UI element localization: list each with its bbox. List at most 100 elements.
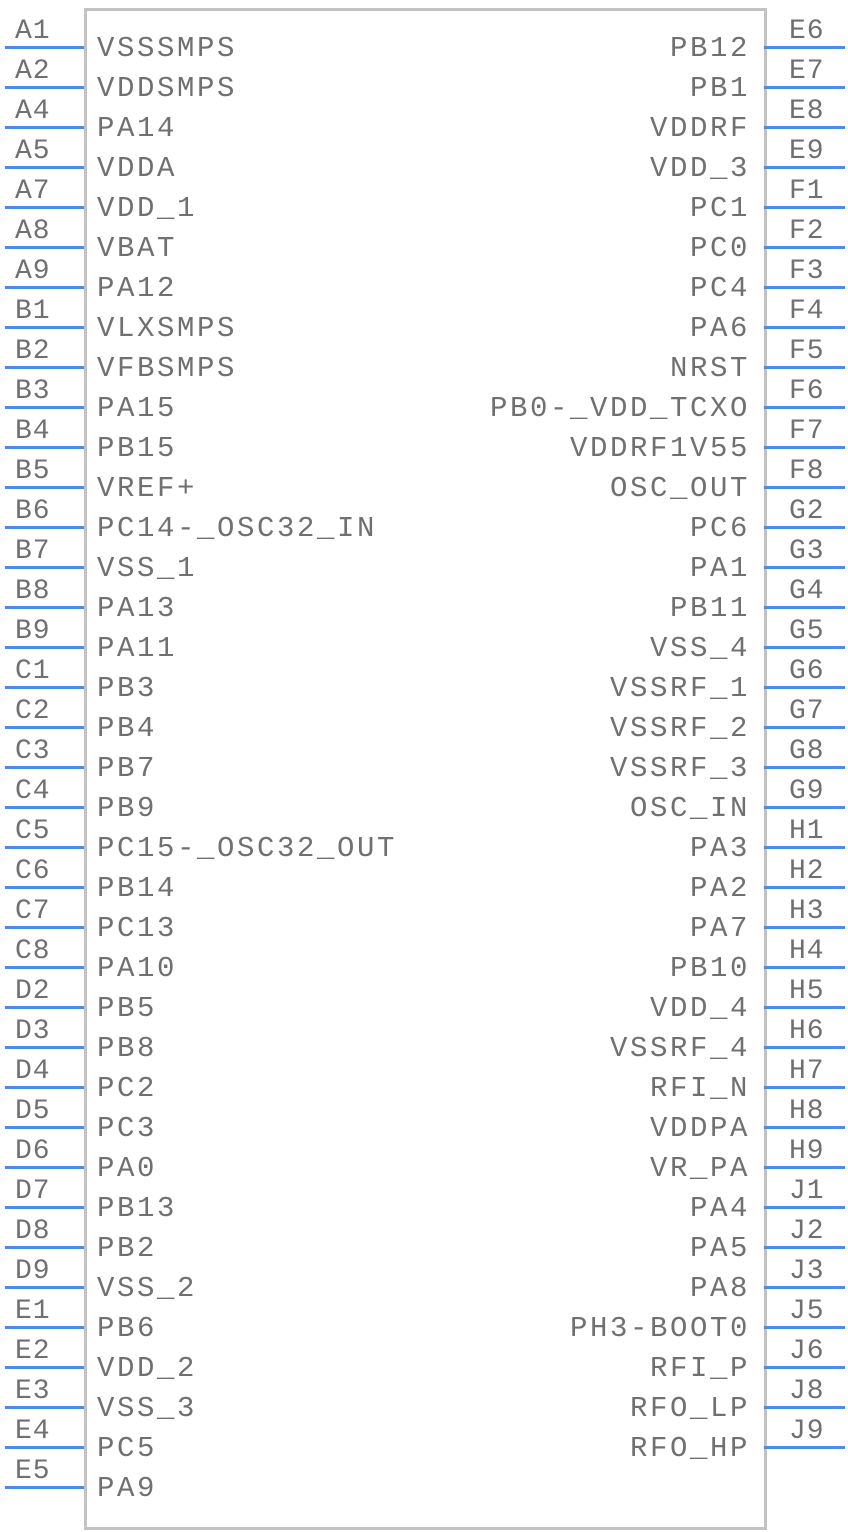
pin-number: B3 [15,376,51,407]
pin-line [764,1246,845,1249]
pin-number: E7 [789,56,825,87]
pin-label: PA7 [689,912,750,945]
pin-number: E6 [789,16,825,47]
pin-line [5,1406,84,1409]
pin-line [5,286,84,289]
pin-label: PB8 [97,1032,158,1065]
pin-line [5,726,84,729]
pin-number: B5 [15,456,51,487]
pin-label: VDDA [97,152,178,185]
pin-line [5,646,84,649]
pin-number: C6 [15,856,51,887]
pin-label: PB4 [97,712,158,745]
pin-label: VDD_2 [97,1352,198,1385]
pin-line [5,1126,84,1129]
pin-line [764,126,845,129]
pin-line [764,1326,845,1329]
pin-line [5,806,84,809]
pin-label: PB11 [669,592,750,625]
pin-line [764,206,845,209]
pin-line [5,326,84,329]
pin-number: B8 [15,576,51,607]
pin-number: F7 [789,416,825,447]
pin-label: PA2 [689,872,750,905]
pin-number: J9 [789,1416,825,1447]
pin-number: D3 [15,1016,51,1047]
pin-label: VLXSMPS [97,312,238,345]
pin-label: VSS_2 [97,1272,198,1305]
pin-number: H2 [789,856,825,887]
pin-line [764,846,845,849]
pin-number: B1 [15,296,51,327]
pin-label: PC0 [689,232,750,265]
pin-line [5,526,84,529]
pin-number: J8 [789,1376,825,1407]
pin-number: F2 [789,216,825,247]
pin-line [5,686,84,689]
pin-number: A5 [15,136,51,167]
pin-line [764,646,845,649]
pin-number: C3 [15,736,51,767]
pin-label: PC6 [689,512,750,545]
pin-label: VR_PA [649,1152,750,1185]
pin-label: PB7 [97,752,158,785]
pin-line [764,1046,845,1049]
pin-number: E5 [15,1456,51,1487]
pin-number: E8 [789,96,825,127]
pin-label: PC5 [97,1432,158,1465]
pin-line [5,1366,84,1369]
pin-label: PA12 [97,272,178,305]
pin-label: PA1 [689,552,750,585]
pin-number: G4 [789,576,825,607]
pin-number: G3 [789,536,825,567]
pin-label: NRST [669,352,750,385]
pin-label: VDDSMPS [97,72,238,105]
pin-line [5,606,84,609]
pin-label: PH3-BOOT0 [569,1312,750,1345]
pin-line [764,926,845,929]
pin-line [764,1086,845,1089]
pin-line [5,166,84,169]
pin-line [764,886,845,889]
pin-line [5,126,84,129]
pin-label: PA15 [97,392,178,425]
pin-label: VDD_3 [649,152,750,185]
pin-line [5,566,84,569]
pin-label: PA3 [689,832,750,865]
pin-number: H5 [789,976,825,1007]
pin-number: C4 [15,776,51,807]
pin-line [764,726,845,729]
pin-label: VDDRF1V55 [569,432,750,465]
pin-number: F3 [789,256,825,287]
pin-number: D7 [15,1176,51,1207]
pin-line [5,1046,84,1049]
pin-number: E3 [15,1376,51,1407]
pin-number: A4 [15,96,51,127]
pin-label: VSS_3 [97,1392,198,1425]
pin-line [764,1406,845,1409]
pin-number: C7 [15,896,51,927]
pin-number: D5 [15,1096,51,1127]
pin-line [764,1366,845,1369]
pin-number: G5 [789,616,825,647]
pin-number: B2 [15,336,51,367]
pin-number: J3 [789,1256,825,1287]
pin-number: G6 [789,656,825,687]
pin-line [5,1446,84,1449]
pin-number: F6 [789,376,825,407]
pin-line [5,926,84,929]
pin-line [5,206,84,209]
pin-label: PC13 [97,912,178,945]
pin-label: VDD_1 [97,192,198,225]
pin-number: A7 [15,176,51,207]
pin-line [5,366,84,369]
pin-label: PA6 [689,312,750,345]
pin-line [5,1006,84,1009]
pin-line [764,1286,845,1289]
pin-label: VSSRF_1 [609,672,750,705]
pin-line [5,766,84,769]
pin-label: VDDPA [649,1112,750,1145]
pin-number: F8 [789,456,825,487]
pin-label: PA5 [689,1232,750,1265]
pin-number: E4 [15,1416,51,1447]
